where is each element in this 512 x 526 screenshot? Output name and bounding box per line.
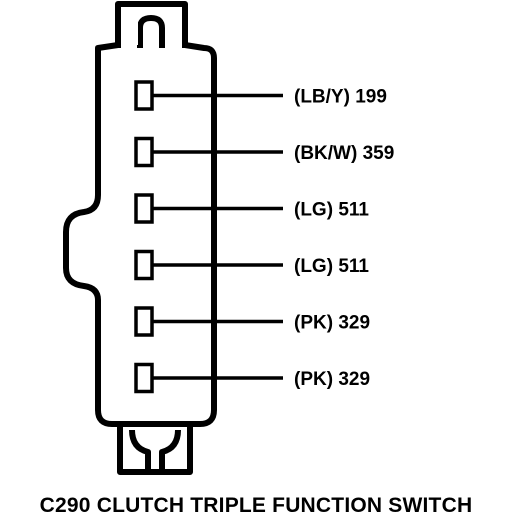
pin-label: (PK) 329 [294, 369, 370, 390]
pin-6: (PK) 329 [134, 362, 370, 394]
pin-1: (LB/Y) 199 [134, 80, 387, 111]
pin-5: (PK) 329 [134, 306, 370, 337]
pin-terminal [134, 80, 154, 111]
pin-terminal [134, 193, 154, 224]
pin-2: (BK/W) 359 [134, 136, 394, 168]
pin-terminal [134, 136, 154, 168]
pin-label: (PK) 329 [294, 313, 370, 334]
pin-4: (LG) 511 [134, 249, 369, 281]
pin-3: (LG) 511 [134, 193, 369, 224]
diagram-caption: C290 CLUTCH TRIPLE FUNCTION SWITCH [39, 494, 473, 517]
bottom-tab [117, 424, 193, 475]
pin-label: (BK/W) 359 [294, 143, 394, 164]
top-tab-fill-left [121, 7, 138, 45]
top-locking-tab [115, 1, 188, 48]
pin-terminal [134, 249, 154, 281]
pins-layer: (LB/Y) 199 (BK/W) 359 (LG) 511 (LG) 511 (PK)… [134, 80, 394, 394]
pin-terminal [134, 362, 154, 394]
pin-label: (LG) 511 [294, 256, 369, 277]
connector-body [63, 42, 217, 427]
pin-terminal [134, 306, 154, 337]
pin-label: (LB/Y) 199 [294, 87, 387, 108]
pin-label: (LG) 511 [294, 200, 369, 221]
